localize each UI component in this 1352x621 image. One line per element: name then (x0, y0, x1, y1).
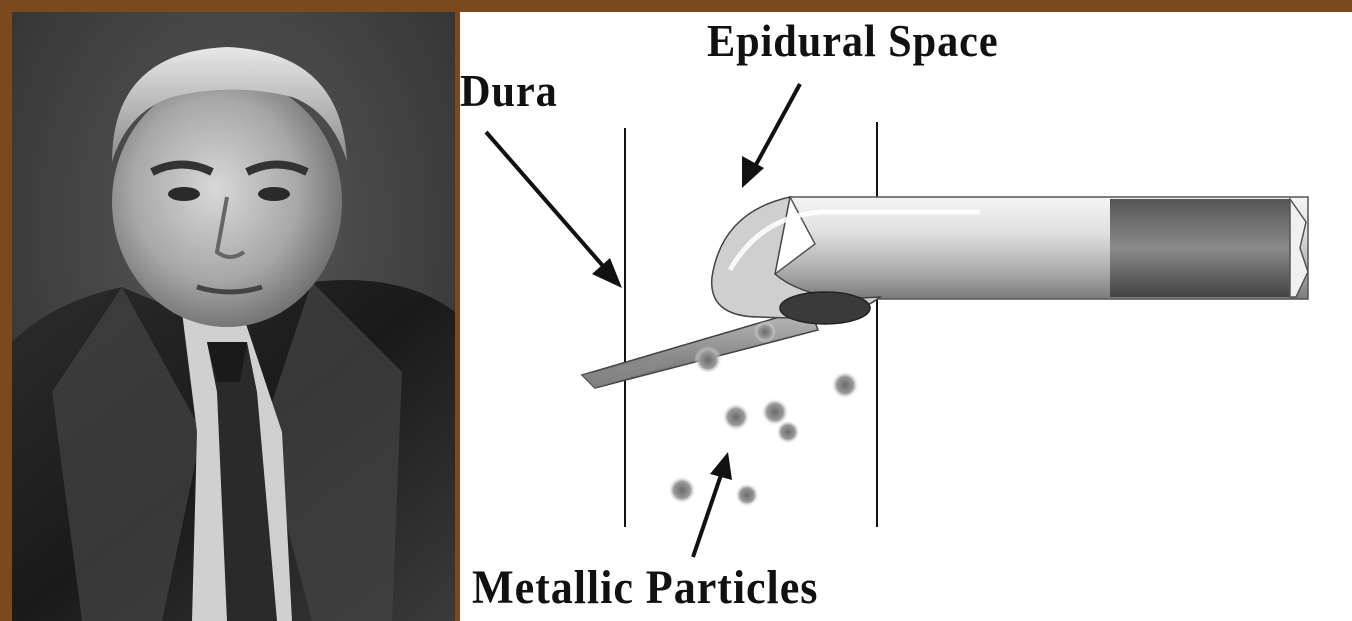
portrait-photo (12, 12, 455, 621)
needle-lumen (780, 292, 870, 324)
label-metallic-particles: Metallic Particles (472, 560, 818, 615)
particle (776, 420, 800, 444)
epidural-diagram: Epidural Space Dura Metallic Particles (460, 12, 1352, 621)
frame-border-top (0, 0, 1352, 12)
arrow-particles (693, 472, 722, 557)
label-dura: Dura (460, 64, 558, 117)
particle (735, 483, 759, 507)
particle (668, 476, 696, 504)
needle-hub (1110, 199, 1290, 297)
particle (754, 321, 776, 343)
arrow-dura-head (592, 258, 622, 288)
portrait-illustration (12, 12, 455, 621)
diagram-drawing (460, 12, 1352, 621)
particle (722, 403, 750, 431)
eye-left (168, 187, 200, 201)
eye-right (258, 187, 290, 201)
arrow-particles-head (710, 452, 732, 480)
arrow-epidural-head (742, 156, 764, 188)
frame-border-left (0, 0, 12, 621)
arrow-epidural (752, 84, 800, 172)
arrow-dura (486, 132, 610, 274)
label-epidural-space: Epidural Space (707, 14, 999, 67)
particle (831, 371, 859, 399)
particle (694, 346, 722, 374)
